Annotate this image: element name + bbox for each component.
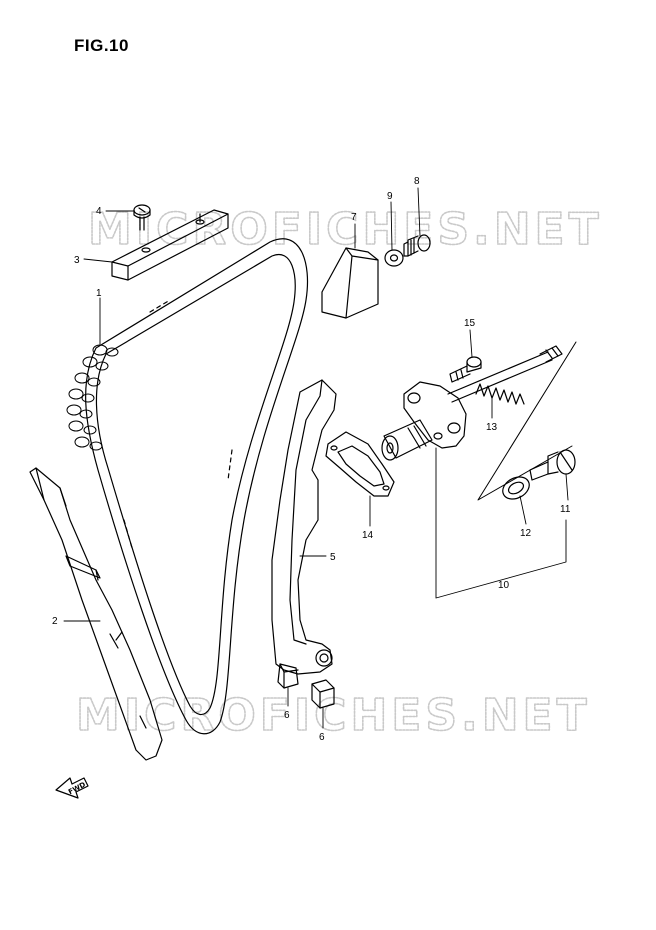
leader-lines [63,187,569,729]
figure-title: FIG.10 [74,36,129,55]
part-7-cushion [321,247,379,319]
callout-2: 2 [52,616,58,627]
callout-10: 10 [498,580,510,591]
callout-14: 14 [362,530,374,541]
part-1-timing-chain [66,238,309,735]
part-4-screw [133,204,151,231]
callout-3: 3 [74,255,80,266]
part-14-gasket [325,431,395,497]
part-5-tensioner-guide [271,379,337,675]
part-10-tensioner-body [381,345,563,461]
part-6-damper-b [311,679,335,709]
callout-5: 5 [330,552,336,563]
callout-7: 7 [351,212,357,223]
callout-15: 15 [464,318,476,329]
callout-6-lower: 6 [319,732,325,743]
part-13-spring [475,383,525,405]
callout-9: 9 [387,191,393,202]
part-8-bolt [403,234,431,257]
callout-12: 12 [520,528,532,539]
callout-13: 13 [486,422,498,433]
callout-8: 8 [414,176,420,187]
fwd-badge: FWD [55,777,89,799]
part-9-washer [384,249,404,267]
callout-4: 4 [96,206,102,217]
callout-11: 11 [560,504,571,515]
part-6-damper-a [277,663,299,689]
part-11-cap-bolt [529,449,576,481]
callout-1: 1 [96,288,102,299]
watermark-bottom: MICROFICHES.NET [76,690,591,741]
part-12-washer [502,476,530,500]
callout-6-upper: 6 [284,710,290,721]
part-2-chain-guide [29,467,163,761]
part-15-bolt [449,356,482,383]
watermark-top: MICROFICHES.NET [88,204,603,255]
part-3-guide-plate [111,209,229,281]
